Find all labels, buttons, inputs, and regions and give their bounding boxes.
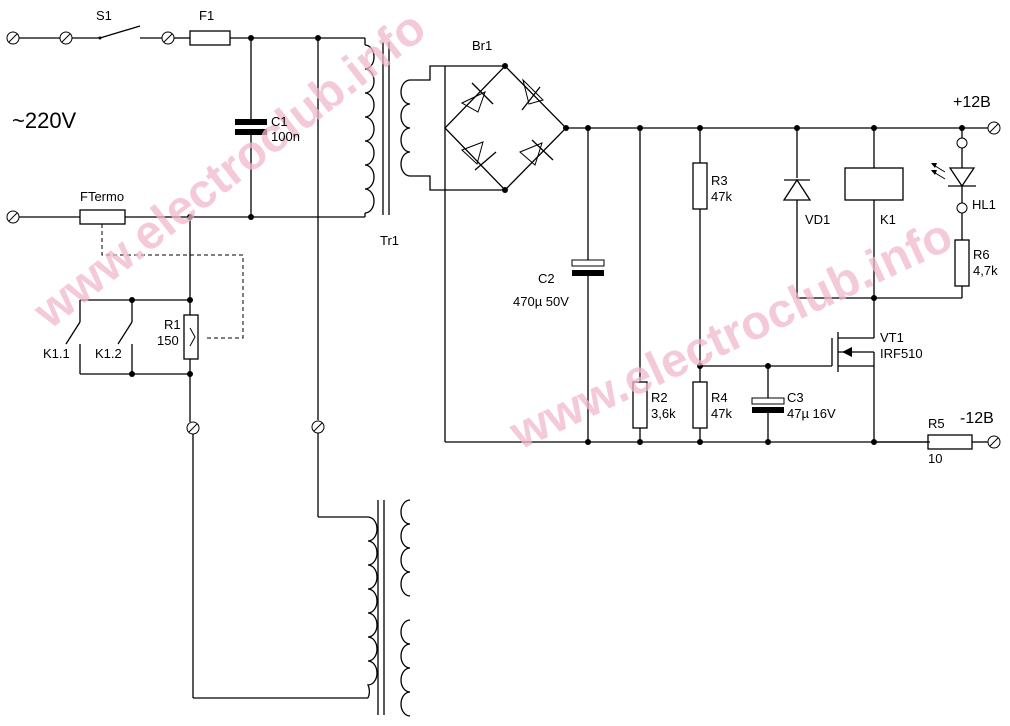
label-r4: R4 (711, 390, 728, 405)
resistor-r4 (692, 381, 708, 442)
label-r6-value: 4,7k (973, 263, 998, 278)
label-r3-value: 47k (711, 189, 732, 204)
label-r2: R2 (651, 390, 668, 405)
resistor-r1 (183, 300, 199, 374)
relay-contact-k1-2 (117, 321, 133, 345)
label-vt1: VT1 (880, 330, 904, 345)
capacitor-c2 (571, 128, 605, 442)
bridge-rectifier-br1 (444, 63, 569, 193)
mosfet-vt1 (831, 330, 875, 442)
capacitor-c3 (751, 366, 785, 442)
label-tr1: Tr1 (380, 233, 399, 248)
label-br1: Br1 (472, 38, 492, 53)
fuse-f1 (189, 30, 231, 46)
resistor-r5 (874, 434, 988, 450)
label-r3: R3 (711, 173, 728, 188)
fuse-ftermo (79, 209, 126, 225)
label-k1-1: K1.1 (43, 346, 70, 361)
mains-section (6, 25, 368, 699)
label-c2: C2 (538, 271, 555, 286)
output-terminal-pos (987, 121, 1001, 135)
watermark-left: www.electroclub.info (23, 1, 435, 339)
led-hl1 (931, 128, 976, 214)
supply-label: ~220V (12, 108, 77, 133)
label-ftermo: FTermo (80, 189, 124, 204)
label-k1: K1 (880, 212, 896, 227)
label-k1-2: K1.2 (95, 346, 122, 361)
label-c2-value: 470µ 50V (513, 294, 569, 309)
label-r5-value: 10 (928, 451, 942, 466)
relay-coil-k1 (844, 128, 904, 330)
resistor-r3 (692, 128, 708, 382)
output-terminal-neg (987, 435, 1001, 449)
transformer-second (366, 499, 411, 717)
resistor-r6 (874, 213, 970, 299)
label-r1-value: 150 (157, 333, 179, 348)
resistor-r2 (632, 128, 648, 442)
label-f1: F1 (199, 8, 214, 23)
relay-contact-k1-1 (65, 321, 81, 345)
label-r6: R6 (973, 247, 990, 262)
label-c3: C3 (787, 390, 804, 405)
switch-s1 (98, 25, 141, 40)
label-r2-value: 3,6k (651, 406, 676, 421)
label-vd1: VD1 (805, 212, 830, 227)
dc-rails (444, 125, 988, 445)
label-r5: R5 (928, 416, 945, 431)
output-neg-label: -12B (960, 410, 994, 427)
label-hl1: HL1 (972, 197, 996, 212)
output-pos-label: +12B (953, 94, 991, 111)
label-c1-value: 100n (271, 129, 300, 144)
label-r1: R1 (164, 317, 181, 332)
label-r4-value: 47k (711, 406, 732, 421)
transformer-tr1 (364, 38, 445, 217)
label-c1: C1 (271, 114, 288, 129)
label-s1: S1 (96, 8, 112, 23)
diode-vd1 (782, 128, 874, 299)
capacitor-c1 (235, 38, 267, 217)
label-vt1-value: IRF510 (880, 346, 923, 361)
label-c3-value: 47µ 16V (787, 406, 836, 421)
